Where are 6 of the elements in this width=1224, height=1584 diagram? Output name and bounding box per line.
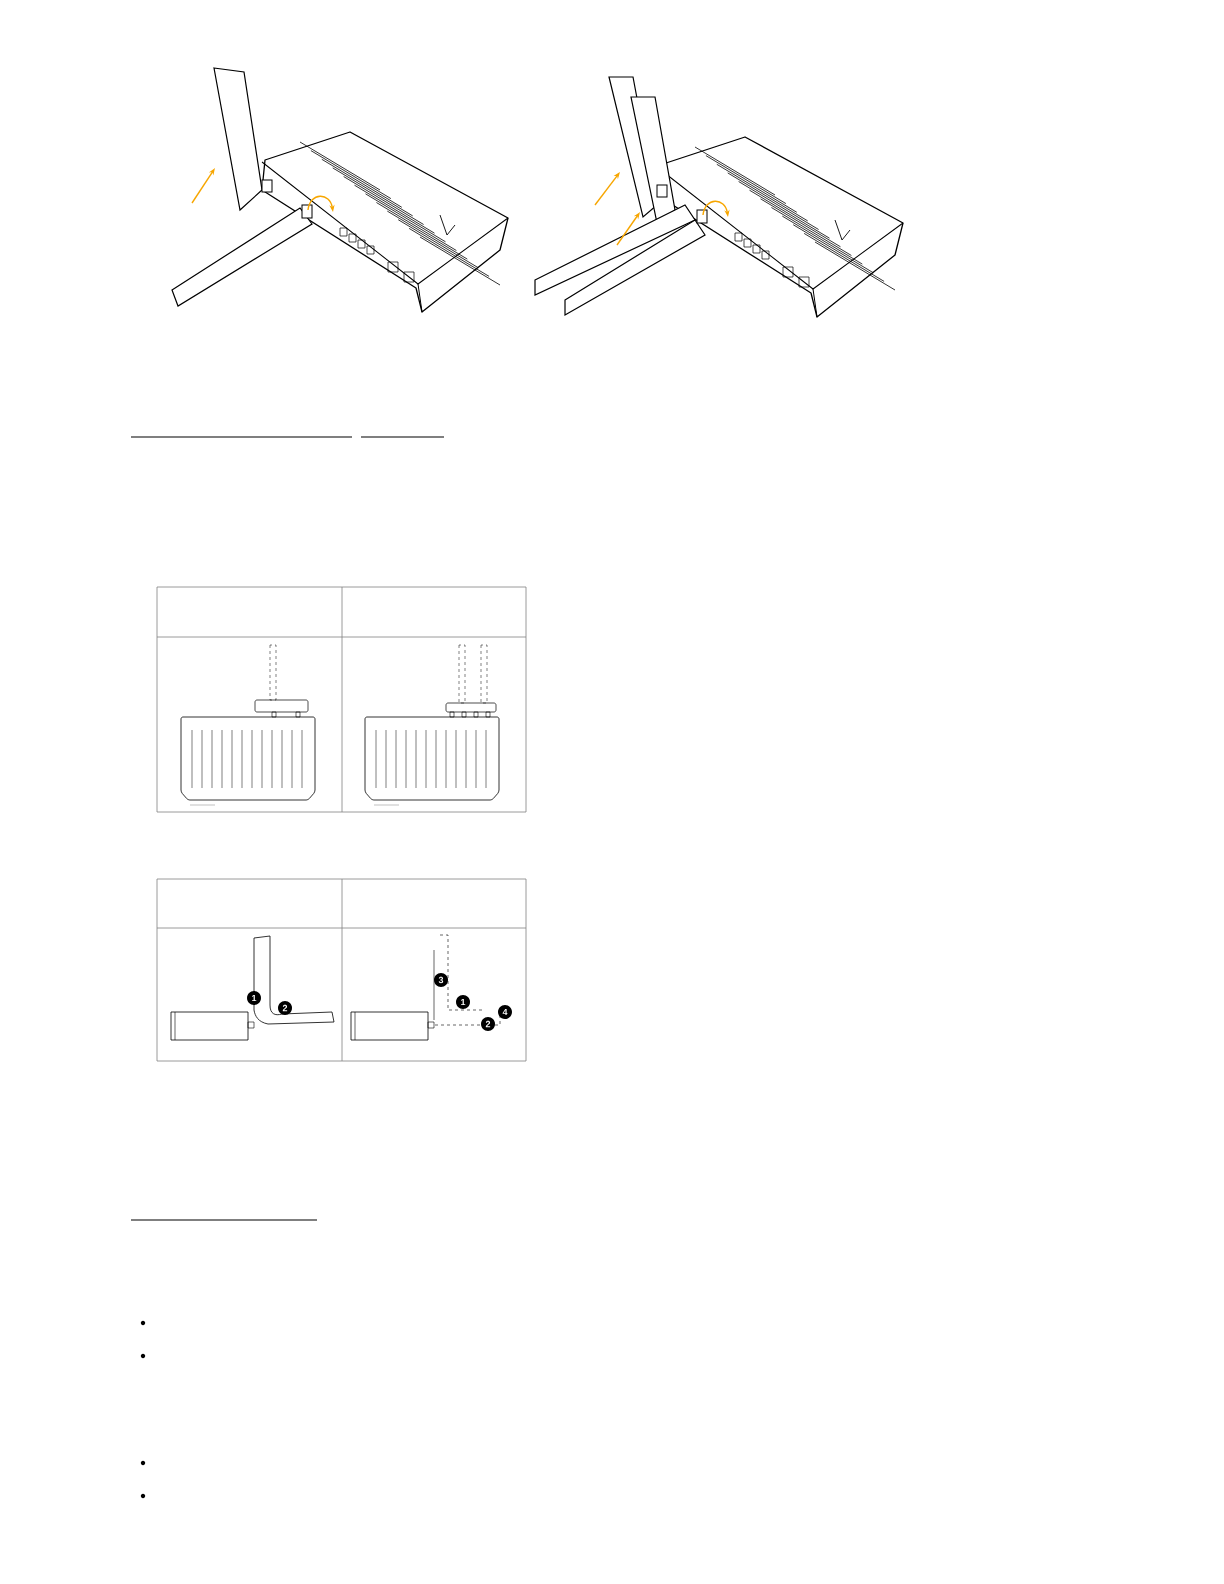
callout-number: 4 (498, 1005, 512, 1019)
callout-number: 3 (434, 973, 448, 987)
callout-number: 2 (278, 1001, 292, 1015)
callout-number: 2 (481, 1017, 495, 1031)
callout-number: 1 (247, 991, 261, 1005)
callout-number: 1 (456, 995, 470, 1009)
